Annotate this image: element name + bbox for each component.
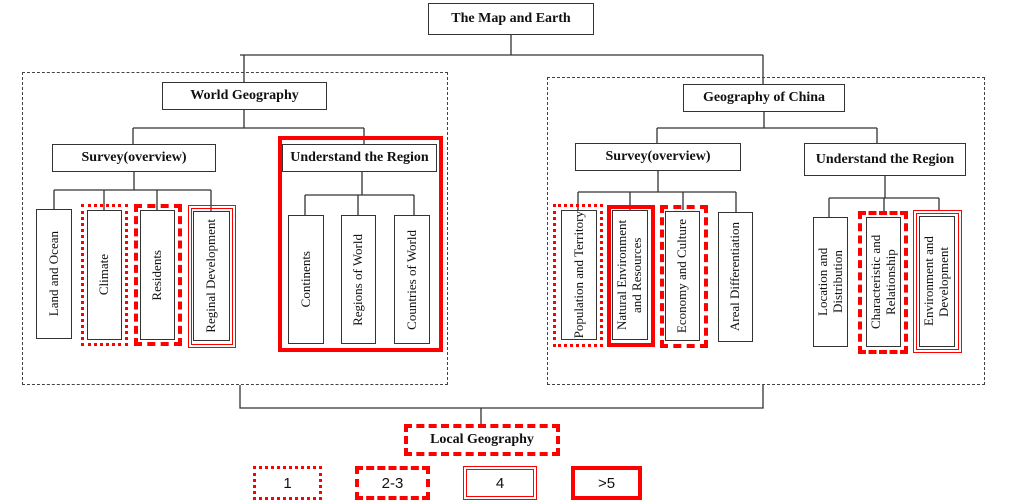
leaf-node: Reginal Development	[193, 211, 230, 341]
legend-1: 1	[253, 466, 322, 500]
highlight-1	[553, 204, 603, 347]
highlight-4	[913, 210, 962, 353]
legend-gt5: >5	[571, 466, 642, 500]
leaf-node: Natural Environment and Resources	[612, 210, 648, 340]
leaf-node: Location and Distribution	[813, 217, 848, 347]
highlight-2-3	[134, 204, 182, 346]
highlight-2-3	[404, 424, 560, 456]
china-region-node: Understand the Region	[804, 143, 966, 176]
root-node: The Map and Earth	[428, 3, 594, 35]
world-survey-node: Survey(overview)	[52, 144, 216, 172]
leaf-node: Continents	[288, 215, 324, 344]
world-group	[22, 72, 448, 385]
highlight-2-3	[858, 211, 908, 354]
legend-2-3: 2-3	[355, 466, 430, 500]
highlight-1	[81, 204, 128, 346]
highlight-4	[188, 205, 236, 348]
world-region-node: Understand the Region	[282, 144, 437, 172]
leaf-node: Climate	[87, 210, 122, 340]
leaf-node: Areal Differentiation	[718, 212, 753, 342]
china-group	[547, 77, 985, 385]
leaf-node: Countries of World	[394, 215, 430, 344]
leaf-node: Regions of World	[341, 215, 376, 344]
highlight-2-3	[660, 205, 708, 348]
highlight-gt5	[607, 205, 655, 347]
leaf-node: Characteristic and Relationship	[866, 217, 901, 347]
leaf-node: Economy and Culture	[665, 211, 700, 341]
legend-4: 4	[463, 466, 537, 500]
leaf-node: Land and Ocean	[36, 209, 72, 339]
china-survey-node: Survey(overview)	[575, 143, 741, 171]
leaf-node: Residents	[140, 210, 175, 340]
china-geography-node: Geography of China	[683, 84, 845, 112]
leaf-node: Population and Territory	[561, 210, 597, 340]
highlight-gt5	[278, 136, 443, 352]
world-geography-node: World Geography	[162, 82, 327, 110]
leaf-node: Environment and Development	[919, 216, 955, 347]
local-geography-node: Local Geography	[430, 432, 534, 447]
